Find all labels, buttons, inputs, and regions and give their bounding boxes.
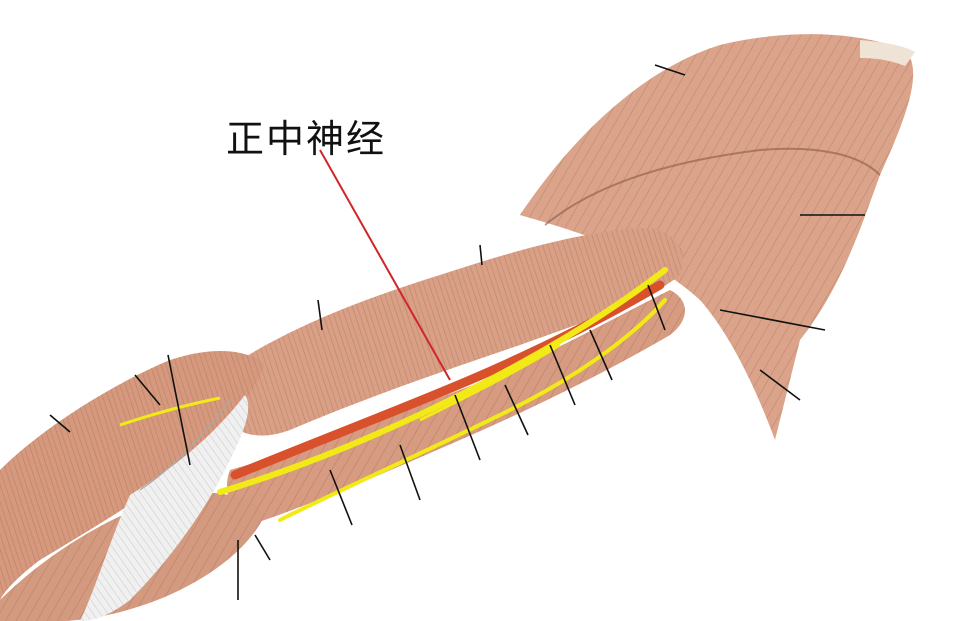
biceps-muscle xyxy=(210,228,684,436)
bicipital-aponeurosis xyxy=(80,395,249,621)
median-nerve-label: 正中神经 xyxy=(226,117,387,161)
pointer-lines xyxy=(49,64,865,600)
median-nerve xyxy=(217,267,668,495)
deltoid-muscle xyxy=(520,34,915,441)
brachialis-muscle xyxy=(226,290,685,525)
additional-nerves xyxy=(119,298,667,522)
label-leader-line xyxy=(319,149,451,381)
